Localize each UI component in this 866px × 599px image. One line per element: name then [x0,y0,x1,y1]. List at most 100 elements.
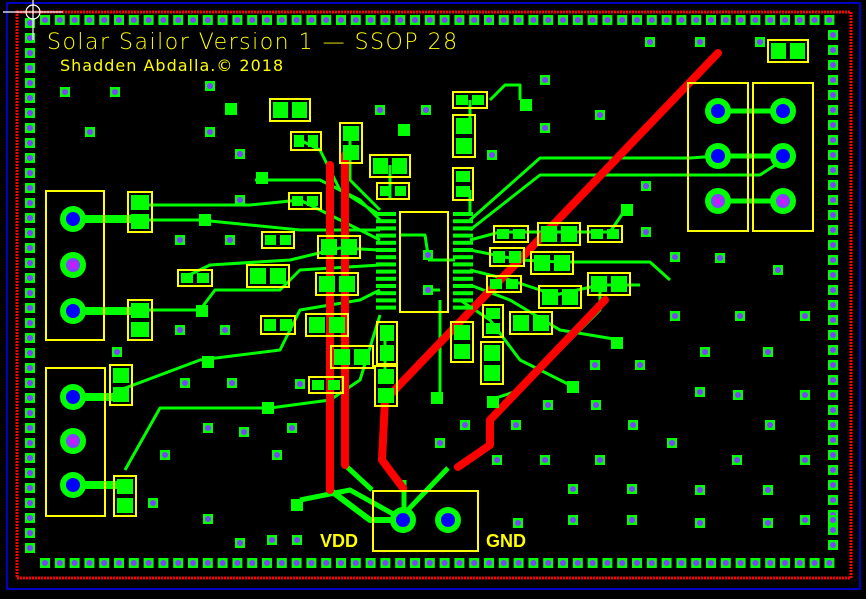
via [85,127,95,137]
via [632,558,642,568]
via [143,558,154,568]
via [828,420,838,430]
bottom-traces [73,83,784,523]
via [828,225,838,235]
via [267,535,277,545]
via [661,558,672,568]
ic-pin [376,226,396,231]
ic-pin [376,269,396,274]
via [828,345,838,355]
via [828,75,838,85]
via [828,465,838,475]
smd-component [587,225,623,243]
ground-pour-outline [15,10,853,580]
via [763,518,773,528]
via [25,123,35,133]
through-hole-pad [435,507,461,533]
via [235,538,245,548]
via [809,15,820,25]
smd-component [260,315,296,335]
vdd-label: VDD [320,531,359,551]
via [828,390,838,400]
via [25,498,35,508]
via [160,450,170,460]
test-pad [196,305,208,317]
ic-pin [376,233,396,238]
test-pad [487,396,499,408]
via [627,515,637,525]
via [617,558,628,568]
via [128,558,139,568]
via [423,285,433,295]
via [540,75,550,85]
via [306,15,317,25]
via [568,515,578,525]
via [543,400,553,410]
via [25,408,35,418]
gnd-label: GND [486,531,526,551]
via [235,195,245,205]
via [40,15,50,25]
via [227,378,237,388]
via [25,483,35,493]
via [25,258,35,268]
test-pad [202,356,214,368]
via [543,15,554,25]
via [828,120,838,130]
via [587,558,598,568]
via [695,37,705,47]
via [780,558,790,568]
via [99,15,110,25]
ic-pin [376,291,396,296]
via [794,15,805,25]
via [25,168,35,178]
via [667,438,677,448]
via [469,558,480,568]
via [602,558,613,568]
via [715,253,725,263]
board-outline [6,2,861,590]
ic-pin [453,291,473,296]
via [424,15,435,25]
via [188,15,198,25]
via [175,325,185,335]
via [646,558,657,568]
via [25,183,35,193]
smd-component [489,247,525,267]
via [828,540,838,550]
test-pad [611,337,623,349]
smd-component [288,192,322,210]
via [69,558,80,568]
via [180,378,190,388]
via [720,558,731,568]
ic-pin [376,276,396,281]
smd-component [493,225,529,243]
via [755,37,765,47]
via [25,513,35,523]
through-hole-pad [60,384,86,410]
ic-pin [453,284,473,288]
through-hole-pad [60,252,86,278]
ic-pin [453,255,473,260]
via [25,348,35,358]
via [670,252,680,262]
via [25,543,35,553]
via [287,423,297,433]
smd-component [308,376,344,394]
test-pad [520,99,532,111]
smd-component [127,191,153,233]
via [824,15,835,25]
via [828,480,838,490]
via [203,423,213,433]
via [262,15,272,25]
smd-component [509,311,553,335]
via [587,15,598,25]
ic-pin [453,276,473,281]
via [800,455,810,465]
via [84,558,95,568]
via [295,379,305,389]
via [25,378,35,388]
ssop28-ic[interactable] [376,212,473,310]
via [247,558,258,568]
